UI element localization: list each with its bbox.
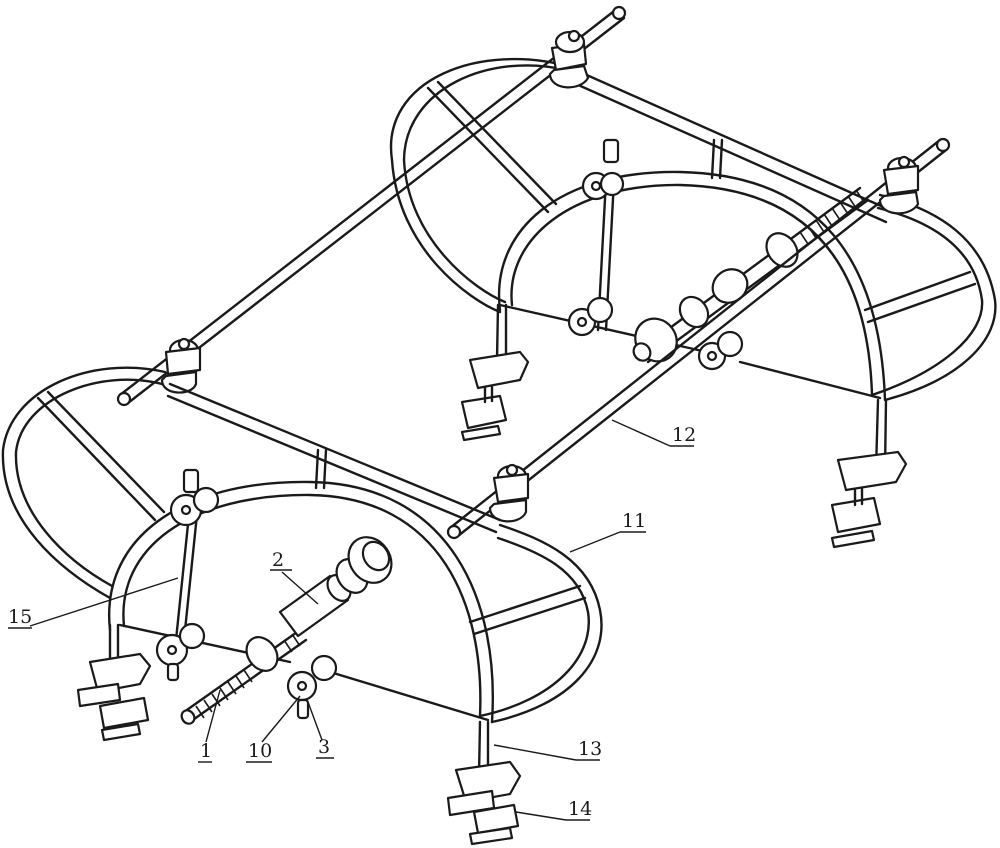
crossbar-joint-upper-right xyxy=(548,29,590,89)
callout-12: 12 xyxy=(672,424,696,446)
front-uprights-and-pivots xyxy=(155,468,338,720)
back-uprights-and-pivots xyxy=(567,138,744,371)
back-outer-hoop xyxy=(389,57,577,314)
callout-11: 11 xyxy=(622,510,646,532)
front-front-hoop xyxy=(107,480,603,724)
callout-1: 1 xyxy=(200,740,212,762)
front-screw-threads xyxy=(195,633,301,719)
callout-13: 13 xyxy=(578,738,602,760)
front-lead-screw-assembly xyxy=(180,536,393,725)
callout-3: 3 xyxy=(318,736,330,758)
top-crossbar-lower xyxy=(446,137,951,540)
crossbar-joint-lower-left xyxy=(488,463,530,523)
callout-15: 15 xyxy=(8,606,32,628)
front-legs xyxy=(76,623,522,846)
callout-14: 14 xyxy=(568,798,592,820)
top-crossbar-upper xyxy=(116,5,627,407)
back-legs xyxy=(460,303,908,549)
front-outer-hoop xyxy=(1,366,167,600)
back-front-hoop xyxy=(497,170,997,402)
back-side-rails xyxy=(498,70,892,400)
leader-lines xyxy=(8,419,694,821)
callout-10: 10 xyxy=(248,740,272,762)
callout-2: 2 xyxy=(272,549,284,571)
back-lead-screw-assembly xyxy=(632,186,870,364)
back-screw-threads xyxy=(799,189,865,245)
crossbar-joint-upper-left xyxy=(160,337,202,394)
crossbar-joint-lower-right xyxy=(878,155,920,215)
